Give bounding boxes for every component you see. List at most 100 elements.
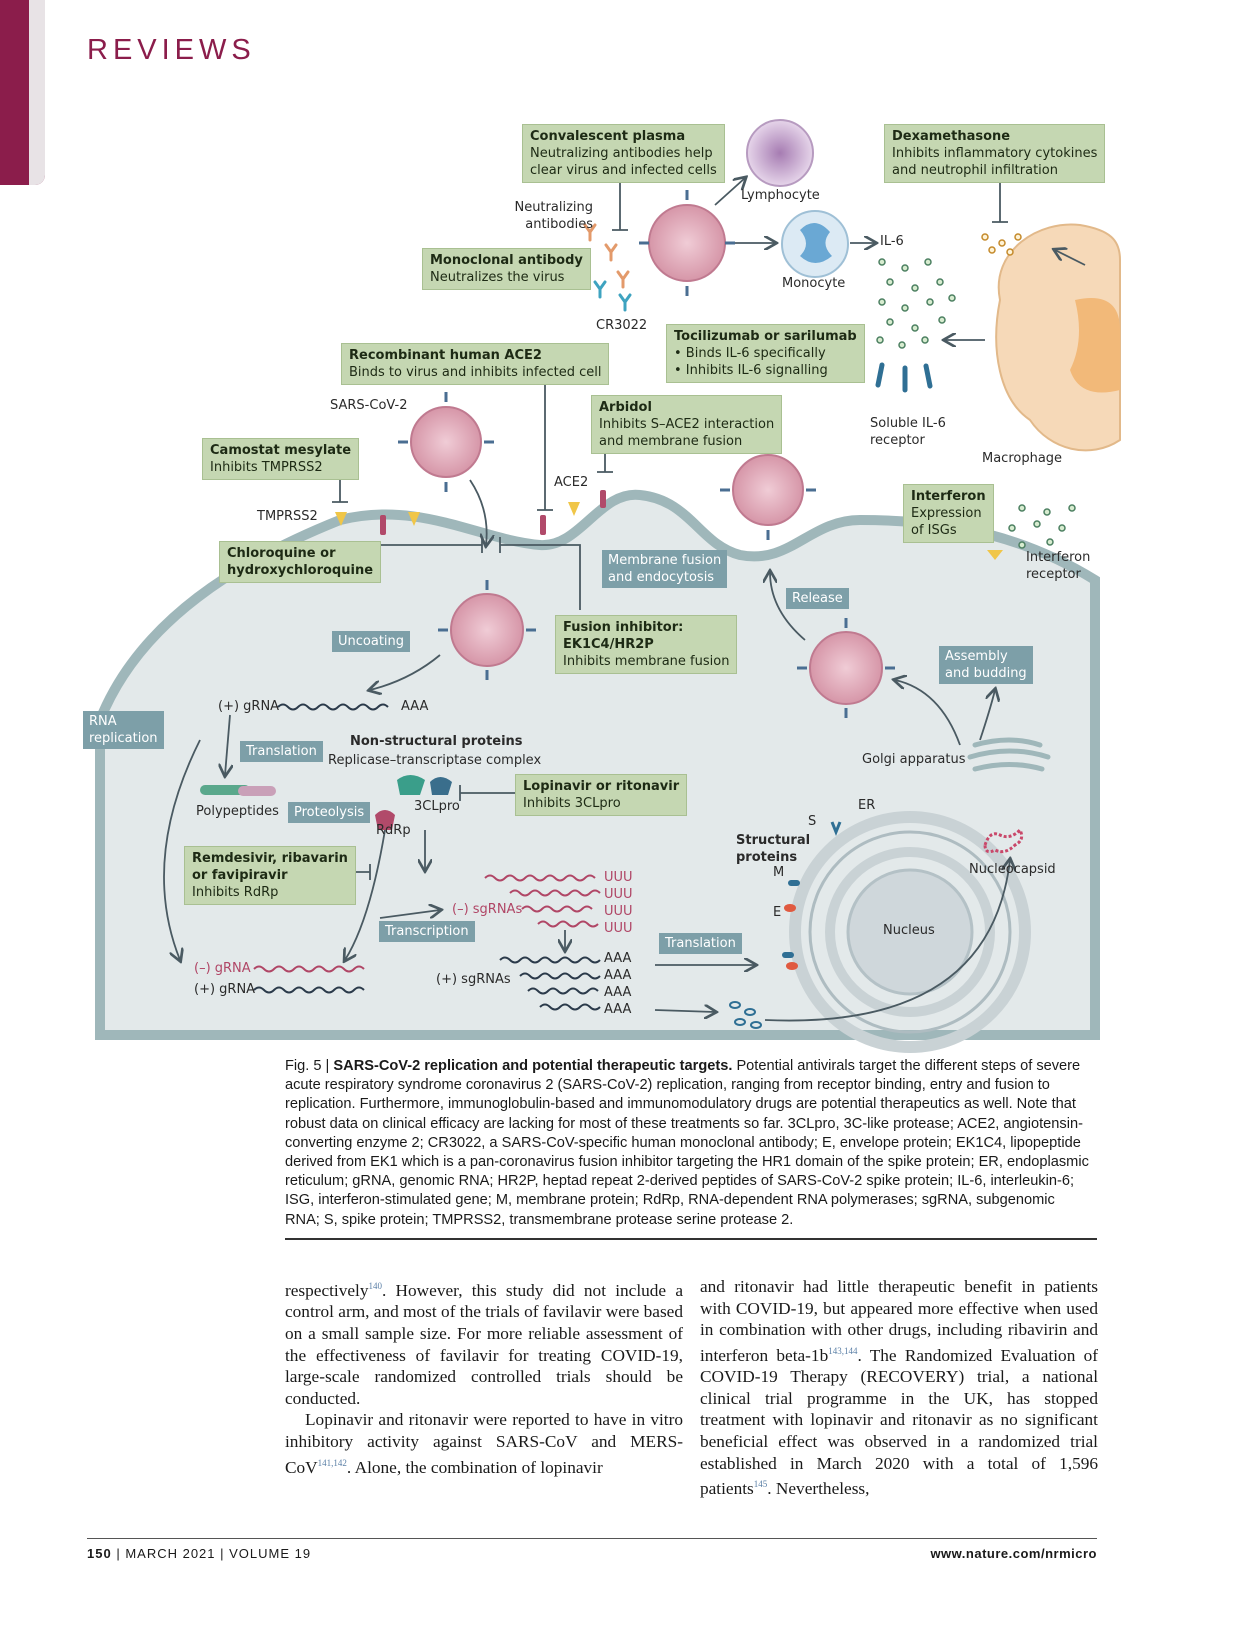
antibodies: [583, 223, 632, 312]
page-number: 150: [87, 1546, 112, 1561]
nucleus-label: Nucleus: [883, 923, 935, 938]
release-step: Release: [786, 588, 849, 609]
soluble-il6-line1: Soluble IL-6: [870, 416, 946, 431]
transcription-step: Transcription: [379, 921, 475, 942]
fusion-title2: EK1C4/HR2P: [563, 637, 654, 652]
interferon-dots: [1008, 504, 1076, 549]
caption-rule: [285, 1238, 1097, 1240]
membrane-fusion-line2: and endocytosis: [608, 570, 715, 585]
aaa-3: AAA: [604, 985, 632, 1000]
membrane-fusion-line1: Membrane fusion: [608, 553, 722, 568]
interferon-title: Interferon: [911, 489, 986, 504]
sgrnas-plus-label: (+) sgRNAs: [436, 972, 511, 987]
aaa-list: AAA AAA AAA AAA: [604, 950, 631, 1018]
rna-strands: [253, 703, 601, 1011]
assembly-line1: Assembly: [945, 649, 1008, 664]
cr3022-label: CR3022: [596, 318, 648, 333]
rna-replication-line2: replication: [89, 731, 158, 746]
golgi-label: Golgi apparatus: [862, 752, 966, 767]
uuu-3: UUU: [604, 904, 633, 919]
lopinavir-title: Lopinavir or ritonavir: [523, 779, 680, 794]
tmprss2-receptors: [335, 502, 1003, 560]
left-p1-a: respectively: [285, 1280, 369, 1300]
assembly-step: Assembly and budding: [939, 646, 1033, 684]
e-protein-label: E: [773, 905, 782, 920]
sgrnas-minus-label: (–) sgRNAs: [452, 902, 523, 917]
flow-arrows: [163, 178, 1086, 1022]
tocilizumab-box: Tocilizumab or sarilumab • Binds IL-6 sp…: [666, 324, 865, 383]
uuu-2: UUU: [604, 887, 633, 902]
macrophage-cell: [995, 223, 1121, 452]
nsp-subtitle: Replicase–transcriptase complex: [328, 753, 542, 768]
monocyte-label: Monocyte: [782, 276, 846, 291]
rna-replication-step: RNA replication: [83, 711, 164, 749]
ace2-recomb-line1: Binds to virus and inhibits infected cel…: [349, 365, 602, 380]
il6-dots: [876, 258, 956, 349]
caption-title: SARS-CoV-2 replication and potential the…: [333, 1058, 733, 1074]
convalescent-title: Convalescent plasma: [530, 129, 686, 144]
section-tab-highlight: [29, 0, 45, 185]
dexamethasone-title: Dexamethasone: [892, 129, 1011, 144]
ifn-receptor-line2: receptor: [1026, 567, 1081, 582]
right-p1-c: . Nevertheless,: [767, 1478, 870, 1498]
right-p1-a: and ritonavir had little therapeutic ben…: [700, 1277, 1098, 1365]
convalescent-line1: Neutralizing antibodies help: [530, 146, 713, 161]
macrophage-label: Macrophage: [982, 451, 1063, 466]
ref-140[interactable]: 140: [368, 1281, 383, 1291]
uuu-4: UUU: [604, 921, 633, 936]
footer-page-info: 150 | MARCH 2021 | VOLUME 19: [87, 1546, 311, 1561]
right-paragraph-1: and ritonavir had little therapeutic ben…: [700, 1276, 1098, 1499]
ace2-recomb-title: Recombinant human ACE2: [349, 348, 542, 363]
lopinavir-box: Lopinavir or ritonavir Inhibits 3CLpro: [515, 774, 688, 816]
remdesivir-title1: Remdesivir, ribavarin: [192, 851, 348, 866]
ref-143-144[interactable]: 143,144: [828, 1345, 858, 1356]
lopinavir-line1: Inhibits 3CLpro: [523, 796, 621, 811]
chloroquine-title1: Chloroquine or: [227, 546, 336, 561]
structural-line1: Structural: [736, 833, 811, 848]
nsp-title: Non-structural proteins: [350, 734, 523, 749]
golgi-apparatus: [967, 737, 1051, 772]
footer-rule: [87, 1538, 1097, 1539]
virus-spikes: [398, 190, 895, 718]
aaa-label: AAA: [401, 699, 429, 714]
ace2-label: ACE2: [554, 475, 589, 490]
grna-minus-bottom-label: (–) gRNA: [194, 961, 251, 976]
arbidol-line2: and membrane fusion: [599, 434, 743, 449]
left-p2-b: . Alone, the combination of lopinavir: [346, 1457, 603, 1477]
cytokine-dots: [981, 233, 1022, 256]
recombinant-ace2-box: Recombinant human ACE2 Binds to virus an…: [341, 343, 610, 385]
figure-caption: Fig. 5 | SARS-CoV-2 replication and pote…: [285, 1057, 1091, 1230]
tocilizumab-title: Tocilizumab or sarilumab: [674, 329, 857, 344]
body-column-left: respectively140. However, this study did…: [285, 1276, 683, 1478]
ifn-receptor-line1: Interferon: [1026, 550, 1091, 565]
neutralizing-line1: Neutralizing: [514, 200, 593, 215]
uuu-list: UUU UUU UUU UUU: [604, 869, 633, 937]
virus-particles: [410, 204, 883, 705]
fusion-inhibitor-box: Fusion inhibitor: EK1C4/HR2P Inhibits me…: [555, 615, 738, 674]
remdesivir-title2: or favipiravir: [192, 868, 288, 883]
nsp-shapes: [200, 775, 452, 830]
journal-url[interactable]: www.nature.com/nrmicro: [930, 1546, 1097, 1561]
aaa-1: AAA: [604, 951, 632, 966]
3clpro-label: 3CLpro: [414, 799, 460, 814]
nucleocapsid-label: Nucleocapsid: [969, 862, 1056, 877]
ace2-receptors: [380, 490, 606, 535]
translation-step-1: Translation: [240, 741, 323, 762]
convalescent-plasma-box: Convalescent plasma Neutralizing antibod…: [522, 124, 725, 183]
m-protein-label: M: [773, 865, 785, 880]
arbidol-box: Arbidol Inhibits S–ACE2 interaction and …: [591, 395, 783, 454]
left-paragraph-1: respectively140. However, this study did…: [285, 1276, 683, 1409]
nucleus-er: [789, 811, 1031, 1053]
receptors: [875, 362, 933, 393]
ref-145[interactable]: 145: [753, 1479, 768, 1490]
er-label: ER: [858, 798, 876, 813]
tocilizumab-line2: • Inhibits IL-6 signalling: [674, 363, 828, 378]
camostat-title: Camostat mesylate: [210, 443, 352, 458]
macrophage-nucleus: [1070, 298, 1120, 393]
uuu-1: UUU: [604, 870, 633, 885]
ref-141-142[interactable]: 141,142: [317, 1457, 347, 1468]
camostat-line1: Inhibits TMPRSS2: [210, 460, 323, 475]
soluble-il6-label: Soluble IL-6 receptor: [870, 415, 946, 449]
assembly-line2: and budding: [945, 666, 1027, 681]
monoclonal-antibody-box: Monoclonal antibody Neutralizes the viru…: [422, 248, 591, 290]
